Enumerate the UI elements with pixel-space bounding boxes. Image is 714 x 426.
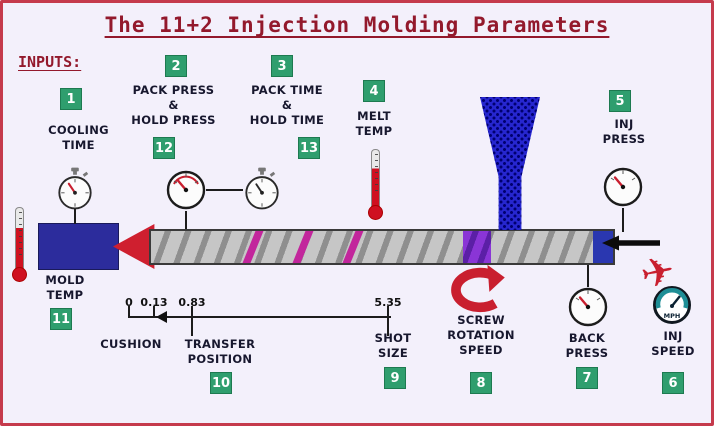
- param-badge-13: 13: [298, 137, 320, 159]
- mold-temp-thermometer-icon: [11, 207, 28, 282]
- param-badge-3: 3: [271, 55, 293, 77]
- param-badge-2: 2: [165, 55, 187, 77]
- inputs-heading: INPUTS:: [18, 53, 82, 71]
- label-transfer-position: TRANSFER POSITION: [184, 337, 256, 367]
- label-shot-size: SHOT SIZE: [374, 331, 412, 361]
- mold-block: [38, 223, 119, 270]
- param-badge-9: 9: [384, 367, 406, 389]
- label-pack-hold-time: PACK TIME & HOLD TIME: [249, 83, 325, 128]
- melt-stripe: [342, 231, 364, 263]
- hopper: [480, 97, 540, 230]
- mph-label: MPH: [664, 312, 681, 320]
- ruler-tick-0: [128, 306, 130, 318]
- page-title: The 11+2 Injection Molding Parameters: [104, 13, 610, 37]
- melt-stripe: [242, 231, 264, 263]
- screw-rotation-arrow: [451, 264, 505, 313]
- barrel-screw: [149, 229, 615, 265]
- cooling-timer-stem: [74, 209, 76, 224]
- label-pack-hold-press: PACK PRESS & HOLD PRESS: [131, 83, 216, 128]
- melt-stripe: [292, 231, 314, 263]
- ruler-value-535: 5.35: [374, 296, 402, 309]
- inj-press-gauge-stem: [622, 208, 624, 232]
- label-mold-temp: MOLD TEMP: [45, 273, 85, 303]
- cushion-arrow: [156, 311, 167, 323]
- param-badge-10: 10: [210, 372, 232, 394]
- ruler-value-013: 0.13: [140, 296, 168, 309]
- ruler-tick-013: [153, 306, 155, 318]
- back-press-gauge-stem: [587, 265, 589, 287]
- label-cooling-time: COOLING TIME: [48, 123, 109, 153]
- barrel-end-cap: [593, 231, 613, 263]
- param-badge-11: 11: [50, 308, 72, 330]
- label-inj-speed: INJ SPEED: [651, 329, 695, 359]
- label-back-press: BACK PRESS: [565, 331, 609, 361]
- gauge-connector-line: [206, 189, 243, 191]
- melt-temp-thermometer-icon: [367, 149, 384, 220]
- feed-section: [463, 231, 491, 263]
- inj-press-gauge-icon: [603, 167, 643, 207]
- ruler-tick-535: [387, 306, 389, 336]
- param-badge-12: 12: [153, 137, 175, 159]
- param-badge-1: 1: [60, 88, 82, 110]
- ruler-value-0: 0: [125, 296, 133, 309]
- param-badge-5: 5: [609, 90, 631, 112]
- param-badge-7: 7: [576, 367, 598, 389]
- pack-press-gauge-icon: [166, 170, 206, 210]
- cooling-time-stopwatch-icon: [58, 167, 92, 210]
- material-flow-arrow: [602, 235, 660, 251]
- ruler-tick-083: [191, 306, 193, 336]
- label-screw-rotation-speed: SCREW ROTATION SPEED: [447, 313, 515, 358]
- speedometer-icon: MPH: [653, 286, 691, 324]
- pack-time-stopwatch-icon: [245, 167, 279, 210]
- label-inj-press: INJ PRESS: [602, 117, 646, 147]
- back-press-gauge-icon: [568, 287, 608, 327]
- param-badge-6: 6: [662, 372, 684, 394]
- pack-press-gauge-stem: [185, 211, 187, 230]
- ruler-value-083: 0.83: [178, 296, 206, 309]
- param-badge-4: 4: [363, 80, 385, 102]
- label-cushion: CUSHION: [100, 337, 162, 351]
- label-melt-temp: MELT TEMP: [355, 109, 393, 139]
- ruler-line: [129, 316, 391, 318]
- param-badge-8: 8: [470, 372, 492, 394]
